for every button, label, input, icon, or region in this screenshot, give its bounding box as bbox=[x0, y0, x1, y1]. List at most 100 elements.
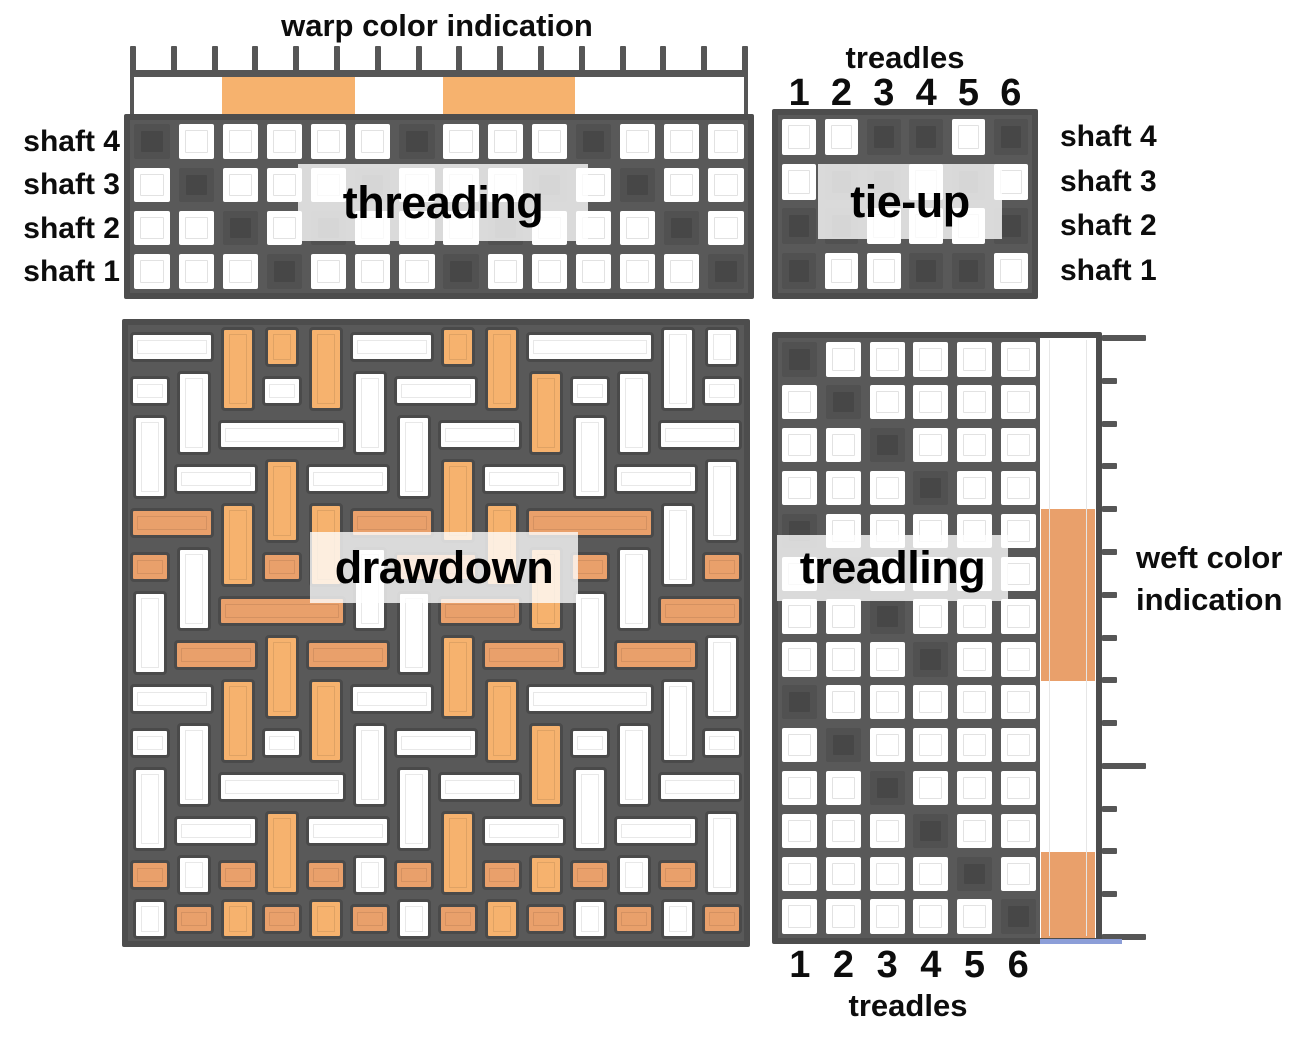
tieup-cell bbox=[824, 252, 859, 289]
treadling-cell bbox=[1000, 470, 1036, 506]
treadling-cell bbox=[869, 856, 905, 891]
reed-tooth bbox=[1102, 506, 1117, 513]
treadling-cell bbox=[782, 599, 818, 634]
drawdown-warp-float bbox=[529, 371, 563, 455]
reed-tooth bbox=[1102, 591, 1117, 598]
shaft-label: shaft 3 bbox=[23, 168, 120, 202]
reed-tooth bbox=[252, 46, 259, 72]
threading-label: threading bbox=[298, 164, 588, 241]
tieup-cell bbox=[909, 252, 944, 289]
treadling-cell bbox=[869, 642, 905, 677]
treadling-cell bbox=[826, 813, 861, 848]
drawdown-warp-float bbox=[397, 767, 431, 851]
drawdown-weft-float bbox=[130, 332, 214, 362]
threading-cell bbox=[266, 167, 303, 203]
treadling-label: treadling bbox=[777, 535, 1008, 601]
threading-cell bbox=[708, 254, 744, 289]
treadling-cell bbox=[913, 470, 949, 506]
reed-tooth bbox=[1102, 891, 1117, 898]
drawdown-weft-float bbox=[482, 860, 522, 890]
reed-tooth bbox=[211, 46, 218, 72]
drawdown-weft-float bbox=[570, 376, 610, 406]
reed-tooth bbox=[1102, 677, 1117, 684]
treadling-cell bbox=[913, 599, 949, 634]
drawdown-warp-float bbox=[705, 811, 739, 895]
treadling-cell bbox=[826, 599, 861, 634]
shaft-label: shaft 2 bbox=[1060, 209, 1157, 242]
reed-tooth bbox=[1102, 377, 1117, 384]
treadling-cell bbox=[782, 470, 818, 506]
treadling-cell bbox=[957, 813, 992, 848]
tieup-cell bbox=[866, 119, 901, 156]
threading-cell bbox=[178, 254, 214, 289]
weft-color-segment bbox=[1041, 509, 1095, 681]
drawdown-warp-float bbox=[705, 635, 739, 719]
drawdown-weft-float bbox=[702, 728, 742, 758]
blue-accent-line bbox=[1040, 939, 1122, 944]
tieup-cell bbox=[993, 119, 1028, 156]
drawdown-warp-float bbox=[661, 503, 695, 587]
tieup-cell bbox=[782, 163, 817, 200]
reed-tooth bbox=[334, 46, 340, 72]
drawdown-warp-float bbox=[705, 327, 739, 367]
drawdown-weft-float bbox=[306, 464, 390, 494]
tieup-cell bbox=[782, 208, 817, 245]
drawdown-weft-float bbox=[306, 860, 346, 890]
threading-cell bbox=[134, 124, 170, 159]
threading-cell bbox=[443, 254, 479, 289]
tieup-cell bbox=[824, 119, 859, 156]
drawdown-weft-float bbox=[130, 684, 214, 714]
drawdown-warp-float bbox=[485, 899, 519, 939]
drawdown-weft-float bbox=[130, 860, 170, 890]
drawdown-warp-float bbox=[397, 899, 431, 939]
threading-cell bbox=[178, 167, 214, 203]
reed-tooth bbox=[578, 46, 585, 72]
treadling-cell bbox=[957, 685, 992, 720]
drawdown-warp-float bbox=[177, 723, 211, 807]
treadling-cell bbox=[782, 728, 818, 763]
drawdown-warp-float bbox=[133, 899, 167, 939]
threading-cell bbox=[355, 124, 391, 159]
reed-tooth bbox=[538, 46, 544, 72]
treadle-number: 2 bbox=[832, 944, 855, 986]
drawdown-weft-float bbox=[702, 904, 742, 934]
treadling-cell bbox=[1000, 899, 1036, 934]
treadling-cell bbox=[913, 899, 949, 934]
treadling-cell bbox=[957, 385, 992, 420]
drawdown-weft-float bbox=[570, 860, 610, 890]
treadling-cell bbox=[957, 428, 992, 463]
drawdown-weft-float bbox=[174, 464, 258, 494]
shaft-label: shaft 1 bbox=[1060, 253, 1157, 287]
weft-color-indication-line2: indication bbox=[1136, 582, 1283, 617]
drawdown-warp-float bbox=[529, 723, 563, 807]
treadling-cell bbox=[957, 642, 992, 677]
threading-cell bbox=[222, 254, 258, 289]
treadle-number: 6 bbox=[1000, 72, 1022, 114]
treadling-cell bbox=[826, 899, 861, 934]
tieup-cell bbox=[993, 252, 1028, 289]
tieup-label: tie-up bbox=[818, 164, 1002, 239]
drawdown-warp-float bbox=[353, 723, 387, 807]
weft-color-indication-line1: weft color bbox=[1136, 540, 1283, 575]
drawdown-weft-float bbox=[394, 728, 478, 758]
reed-tooth bbox=[1102, 762, 1146, 769]
treadling-cell bbox=[957, 728, 992, 763]
treadling-cell bbox=[826, 770, 861, 806]
treadle-number: 3 bbox=[876, 944, 898, 986]
drawdown-weft-float bbox=[262, 376, 302, 406]
drawdown-weft-float bbox=[306, 640, 390, 670]
threading-cell bbox=[355, 254, 391, 289]
drawdown-warp-float bbox=[485, 679, 519, 763]
warp-color-segment bbox=[443, 77, 576, 120]
treadling-cell bbox=[1000, 599, 1036, 634]
reed-tooth bbox=[456, 46, 463, 72]
treadling-cell bbox=[782, 428, 818, 463]
drawdown-weft-float bbox=[614, 904, 654, 934]
treadle-number: 5 bbox=[963, 944, 986, 986]
treadling-cell bbox=[869, 599, 905, 634]
treadling-cell bbox=[913, 685, 949, 720]
tieup-cell bbox=[951, 119, 986, 156]
treadling-cell bbox=[1000, 856, 1036, 891]
drawdown-warp-float bbox=[177, 547, 211, 631]
shaft-label: shaft 3 bbox=[1060, 164, 1157, 198]
